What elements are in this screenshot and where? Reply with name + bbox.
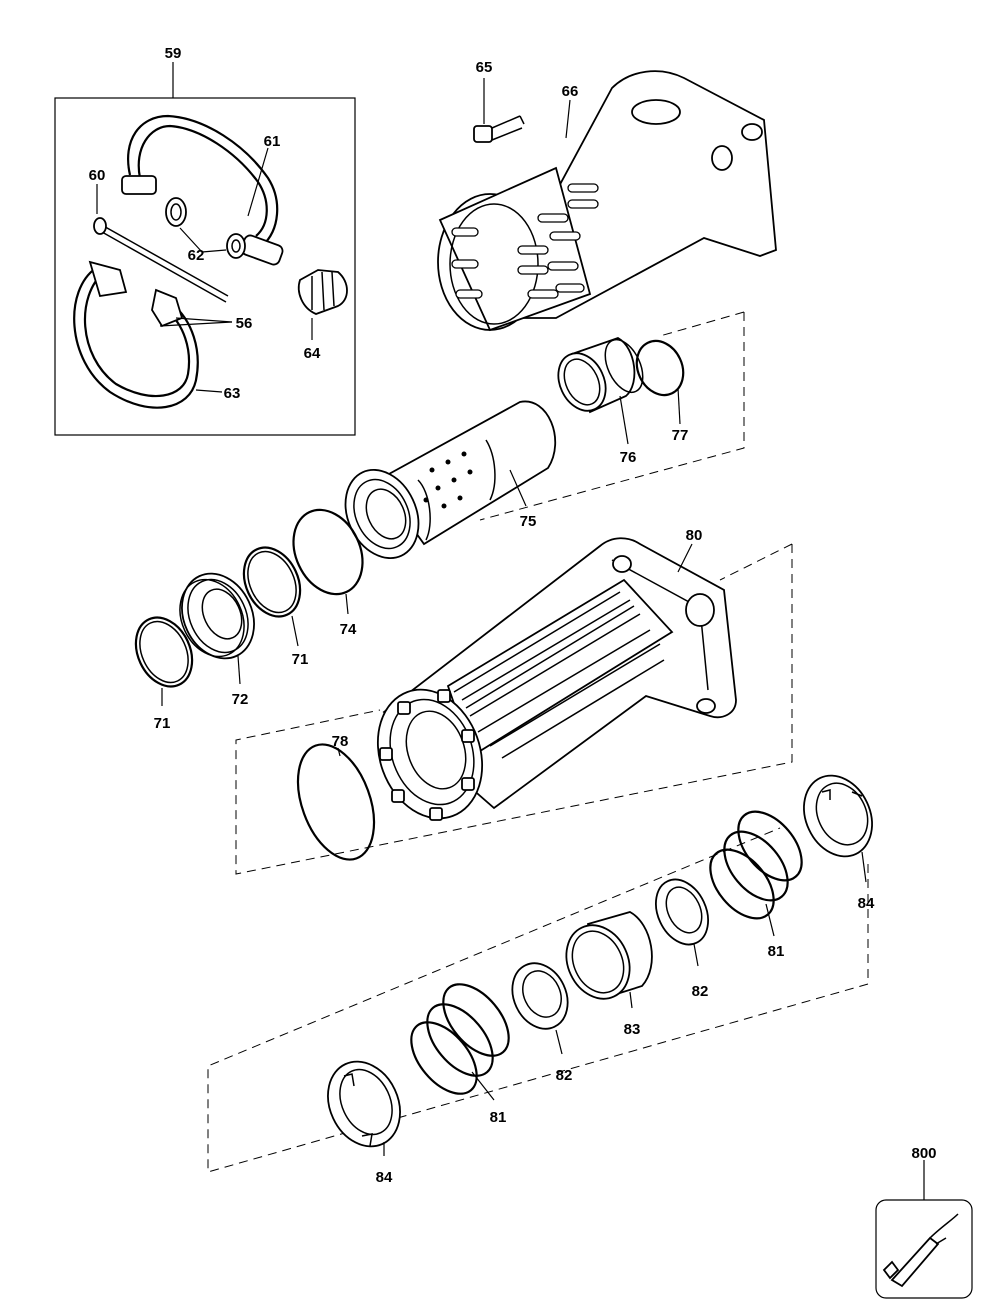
spring-part-81-left: 81 [410, 983, 510, 1126]
screw-part-65: 65 [473, 59, 525, 143]
callout-63: 63 [224, 385, 241, 402]
callout-80: 80 [686, 527, 703, 544]
callout-64: 64 [304, 345, 321, 362]
band-part-63 [73, 267, 199, 409]
callout-82-left: 82 [556, 1067, 573, 1084]
o-ring-part-77: 77 [635, 339, 689, 444]
spring-part-81-right: 81 [709, 810, 803, 960]
callout-60: 60 [89, 167, 106, 184]
grease-gun-icon [890, 1236, 940, 1288]
kit-frame [54, 97, 356, 436]
callout-71-lower: 71 [154, 715, 171, 732]
o-ring-part-74: 74 [292, 508, 364, 638]
callout-72: 72 [232, 691, 249, 708]
retainer-part-84-right: 84 [803, 774, 875, 912]
callout-82-right: 82 [692, 983, 709, 1000]
callout-75: 75 [520, 513, 537, 530]
gear-housing-part-80: 80 [376, 527, 737, 821]
callout-81-left: 81 [490, 1109, 507, 1126]
cylinder-holes [423, 451, 473, 509]
callout-78: 78 [332, 733, 349, 750]
o-ring-part-71b: 71 [134, 616, 194, 732]
washer-part-62b [226, 233, 246, 259]
callout-59: 59 [165, 45, 182, 62]
callout-74: 74 [340, 621, 357, 638]
side-handle-kit-group: 59 61 60 62 64 56 63 [54, 45, 356, 436]
callout-65: 65 [476, 59, 493, 76]
retainer-part-84-left: 84 [327, 1060, 401, 1186]
handle-part-61 [127, 114, 279, 253]
assembly-guide-middle [235, 544, 793, 875]
callout-61: 61 [264, 133, 281, 150]
piston-part-76: 76 [557, 337, 644, 466]
rod-part-60 [99, 223, 229, 303]
assembly-guide-upper [479, 312, 745, 521]
callout-56: 56 [236, 315, 253, 332]
housing-lugs [379, 689, 475, 821]
washer-part-82-left: 82 [511, 962, 573, 1084]
callout-84-right: 84 [858, 895, 875, 912]
callout-800: 800 [911, 1145, 936, 1162]
washer-part-82-right: 82 [655, 878, 709, 1000]
grease-kit-800: 800 [875, 1145, 973, 1299]
cylinder-part-75: 75 [344, 400, 557, 559]
assembly-guide-lower [207, 827, 869, 1173]
callout-84-left: 84 [376, 1169, 393, 1186]
housing-part-66: 66 [437, 70, 777, 332]
callout-83: 83 [624, 1021, 641, 1038]
sleeve-part-83: 83 [565, 911, 653, 1038]
callout-77: 77 [672, 427, 689, 444]
washer-part-62a [165, 197, 187, 227]
o-ring-part-78: 78 [296, 733, 376, 861]
housing-slots [451, 183, 599, 299]
callout-71-upper: 71 [292, 651, 309, 668]
callout-66: 66 [562, 83, 579, 100]
callout-76: 76 [620, 449, 637, 466]
callout-81-right: 81 [768, 943, 785, 960]
o-ring-part-71a: 71 [242, 546, 309, 668]
seal-part-72: 72 [179, 572, 255, 708]
callout-62: 62 [188, 247, 205, 264]
